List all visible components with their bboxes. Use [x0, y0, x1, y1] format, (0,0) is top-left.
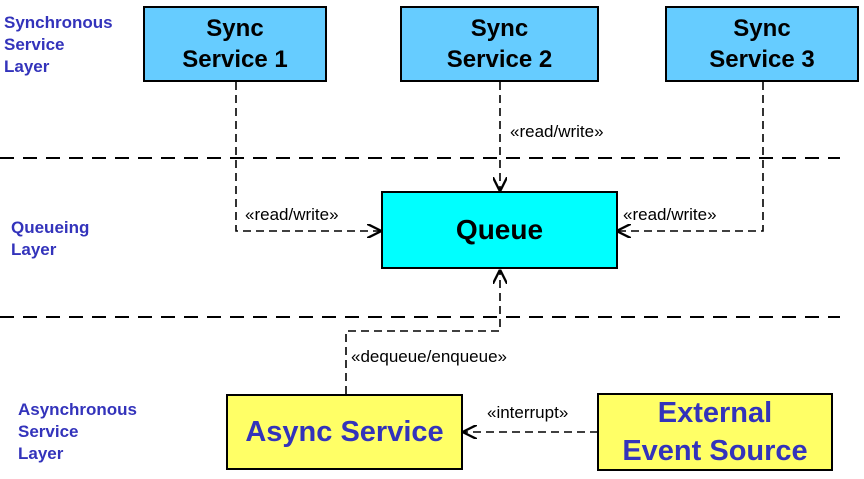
- edge-sync1-queue: [235, 82, 380, 231]
- node-async-service[interactable]: Async Service: [226, 394, 463, 470]
- node-sync-service-3[interactable]: Sync Service 3: [665, 6, 859, 82]
- layer-label-async: Asynchronous Service Layer: [18, 400, 138, 463]
- edge-async-queue: [345, 271, 500, 394]
- layer-label-queueing: Queueing Layer: [11, 218, 90, 259]
- layer-label-sync: Synchronous Service Layer: [4, 13, 113, 76]
- node-sync-service-2-label: Sync Service 2: [446, 15, 553, 73]
- node-sync-service-1-label: Sync Service 1: [182, 15, 288, 73]
- edge-label-sync3-queue: «read/write»: [623, 205, 717, 224]
- node-sync-service-2[interactable]: Sync Service 2: [400, 6, 599, 82]
- edge-sync3-queue: [618, 82, 764, 231]
- edge-label-external-async: «interrupt»: [487, 403, 569, 422]
- node-async-service-label: Async Service: [245, 415, 444, 448]
- edge-label-sync1-queue: «read/write»: [245, 205, 339, 224]
- node-external-event-source[interactable]: External Event Source: [597, 393, 833, 471]
- node-queue[interactable]: Queue: [381, 191, 618, 269]
- node-queue-label: Queue: [455, 214, 544, 245]
- node-external-event-source-label: External Event Source: [622, 397, 808, 467]
- edge-label-async-queue: «dequeue/enqueue»: [351, 347, 507, 366]
- node-sync-service-3-label: Sync Service 3: [709, 15, 815, 73]
- node-sync-service-1[interactable]: Sync Service 1: [143, 6, 327, 82]
- edge-label-sync2-queue: «read/write»: [510, 122, 604, 141]
